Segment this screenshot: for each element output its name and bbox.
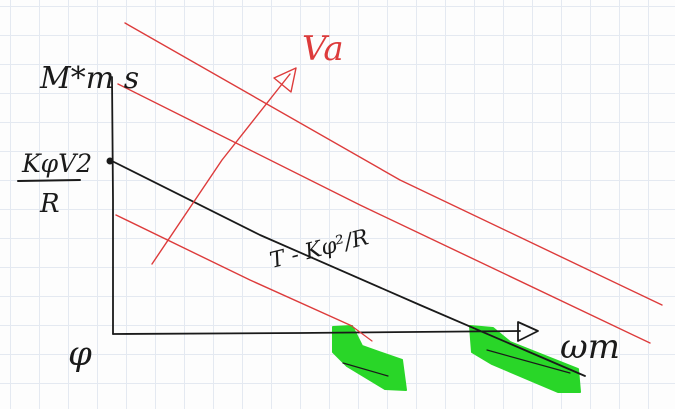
y-axis (111, 76, 114, 335)
intercept-point (106, 157, 114, 165)
red-line-1 (124, 22, 663, 306)
red-line-3-lower (352, 326, 373, 342)
x-axis-label: ωm (560, 327, 620, 367)
va-arrowhead (273, 67, 297, 93)
y-intercept-denominator: R (39, 189, 60, 219)
red-line-3 (115, 214, 353, 327)
torque-speed-line (109, 159, 586, 377)
va-direction-arrow (151, 73, 291, 265)
y-top-label: M*m s (39, 61, 139, 96)
fraction-bar (17, 179, 81, 182)
y-intercept-numerator: KφV2 (21, 149, 92, 178)
red-line-2 (117, 83, 651, 344)
line-ticks (342, 349, 571, 377)
x-axis (112, 330, 521, 335)
origin-label: φ (68, 334, 92, 374)
x-axis-arrowhead (517, 321, 539, 342)
highlight-region-left (332, 325, 407, 391)
va-label: Va (302, 29, 344, 69)
highlight-region-right (469, 325, 581, 393)
slope-label: T - Kφ²/R (267, 225, 371, 274)
